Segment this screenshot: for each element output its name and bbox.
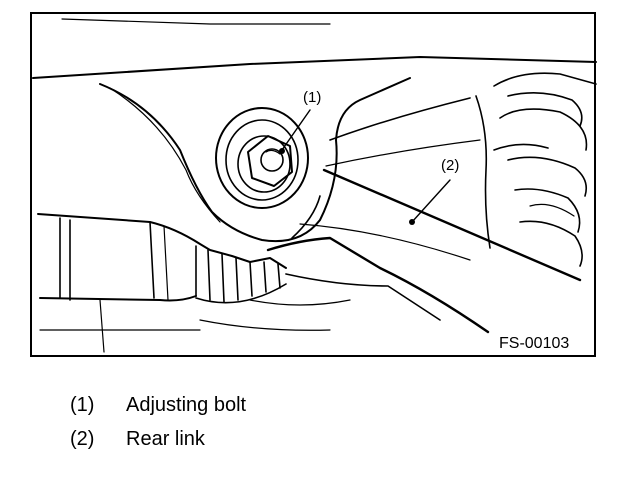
rear-link-upper-edge [322,168,582,282]
leader-line-1 [281,109,311,151]
suspension-line-drawing [32,18,597,353]
body-panel-line [32,56,597,79]
drive-shaft-boot [37,213,287,269]
arm-housing-outline [99,77,411,243]
bolt-boss-outer [215,107,309,209]
figure-frame [30,12,596,357]
legend: (1) Adjusting bolt (2) Rear link [70,394,246,462]
right-mount-outline [493,72,597,87]
legend-item-number: (1) [70,394,95,416]
callout-label-1: (1) [303,89,322,106]
legend-item: (2) Rear link [70,428,246,462]
legend-item-number: (2) [70,428,95,450]
legend-item: (1) Adjusting bolt [70,394,246,428]
figure-illustration: (1) (2) FS-00103 [30,12,597,357]
leader-line-2 [411,179,451,223]
legend-item-text: Rear link [126,428,205,450]
legend-item-text: Adjusting bolt [126,394,247,416]
rear-link-lower-edge [266,236,490,334]
figure-id-label: FS-00103 [499,335,570,352]
callout-label-2: (2) [441,157,460,174]
adjusting-bolt-head [247,135,293,187]
